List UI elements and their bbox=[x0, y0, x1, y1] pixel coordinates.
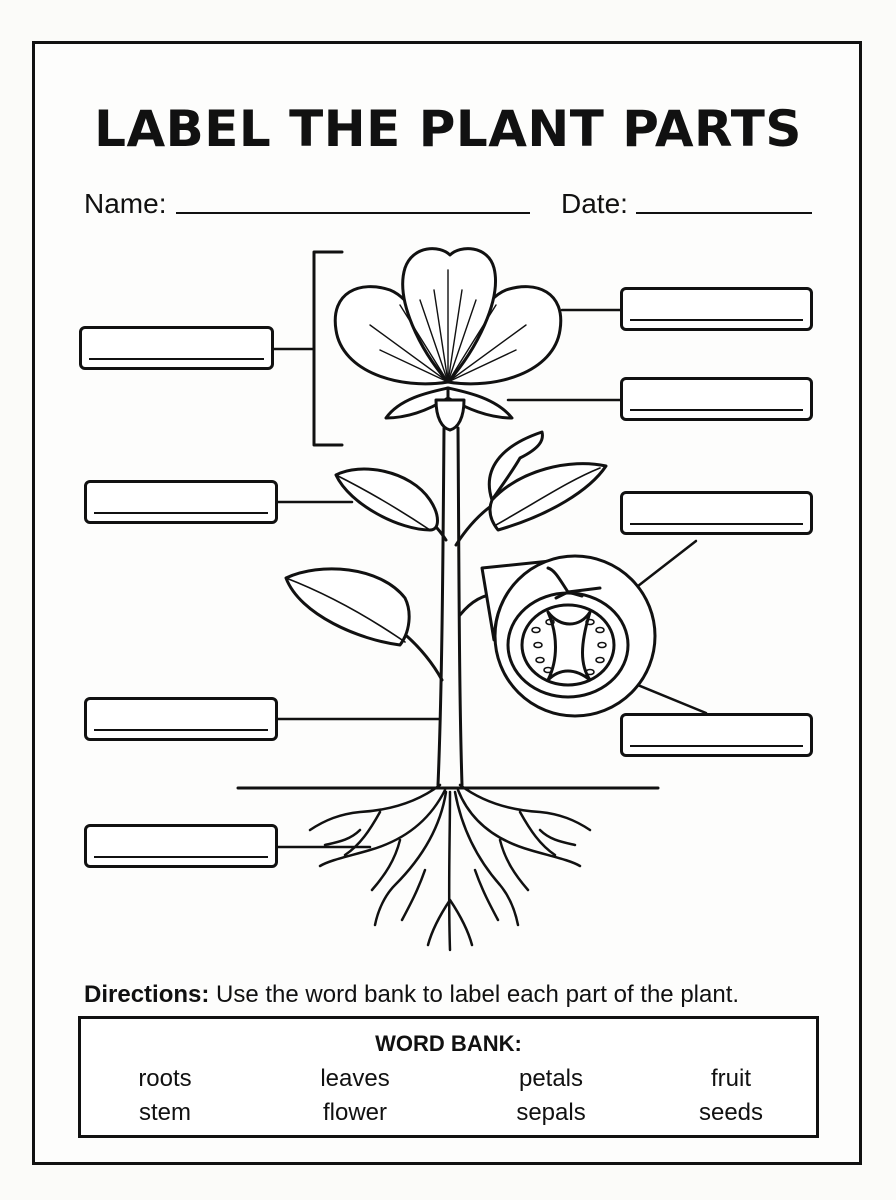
word-bank-title: WORD BANK: bbox=[375, 1031, 522, 1056]
stem bbox=[436, 426, 464, 787]
flower-bracket bbox=[312, 250, 344, 447]
directions-text: Use the word bank to label each part of … bbox=[209, 981, 740, 1008]
directions: Directions: Use the word bank to label e… bbox=[84, 981, 739, 1009]
word-bank: WORD BANK: roots leaves petals fruit ste… bbox=[78, 1016, 819, 1138]
word-bank-item: fruit bbox=[710, 1065, 751, 1092]
word-bank-item: leaves bbox=[320, 1065, 390, 1092]
word-bank-item: stem bbox=[138, 1099, 191, 1126]
fruit-magnifier bbox=[480, 554, 657, 718]
label-box-seeds[interactable] bbox=[620, 713, 813, 757]
word-bank-item: flower bbox=[322, 1099, 388, 1126]
roots bbox=[308, 783, 592, 952]
word-bank-item: petals bbox=[518, 1065, 584, 1092]
leaves bbox=[284, 430, 608, 647]
label-box-leaves[interactable] bbox=[84, 480, 278, 524]
directions-lead: Directions: bbox=[84, 981, 210, 1008]
label-box-petals[interactable] bbox=[620, 287, 813, 331]
label-box-fruit[interactable] bbox=[620, 491, 813, 535]
name-field[interactable] bbox=[176, 212, 530, 214]
word-bank-item: sepals bbox=[516, 1099, 586, 1126]
petal-veins bbox=[369, 269, 527, 383]
word-bank-item: seeds bbox=[698, 1099, 764, 1126]
label-box-roots[interactable] bbox=[84, 824, 278, 868]
date-field[interactable] bbox=[636, 212, 812, 214]
page-title: LABEL THE PLANT PARTS bbox=[94, 100, 802, 158]
name-label: Name: bbox=[84, 188, 167, 219]
date-label: Date: bbox=[561, 188, 628, 219]
flower bbox=[333, 247, 563, 432]
label-box-flower[interactable] bbox=[79, 326, 274, 370]
word-bank-item: roots bbox=[138, 1065, 192, 1092]
worksheet-border bbox=[32, 41, 862, 1165]
label-box-sepals[interactable] bbox=[620, 377, 813, 421]
fruit-seeds bbox=[531, 618, 607, 676]
label-box-stem[interactable] bbox=[84, 697, 278, 741]
